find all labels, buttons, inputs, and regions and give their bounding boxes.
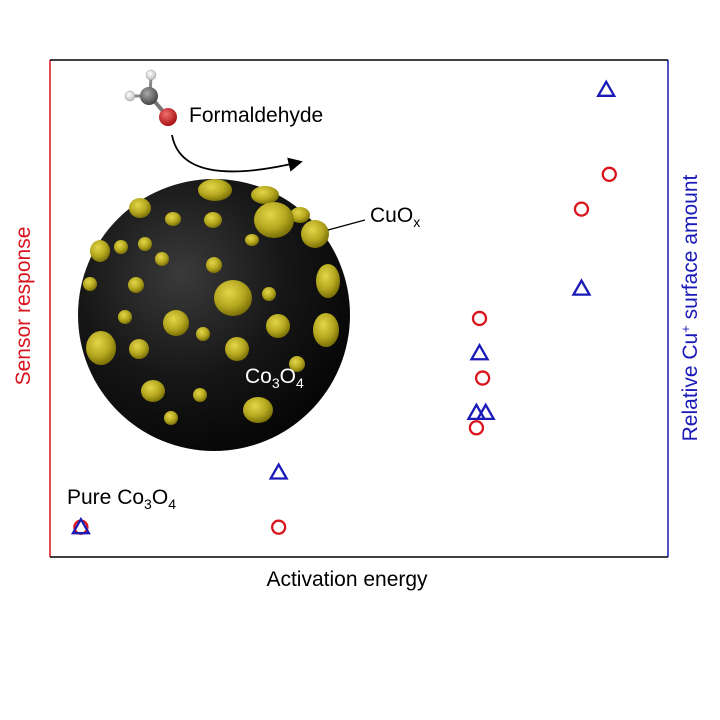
x-axis-label: Activation energy [266, 568, 428, 591]
cuox-nanoparticle [193, 388, 207, 402]
cuox-nanoparticle [254, 202, 294, 238]
circle-marker-6 [601, 166, 617, 182]
cuox-nanoparticle [206, 257, 222, 273]
pure-co3o4-label: Pure Co3O4 [67, 486, 176, 512]
cuox-nanoparticle [245, 234, 259, 246]
triangle-marker-5 [571, 278, 592, 296]
triangle-marker-4 [469, 342, 490, 361]
cuox-nanoparticle [86, 331, 116, 365]
triangle-marker-3 [475, 402, 496, 421]
cuox-nanoparticle [118, 310, 132, 324]
cuox-nanoparticle [129, 339, 149, 359]
cuox-nanoparticle [214, 280, 252, 316]
cuox-nanoparticle [262, 287, 276, 301]
cuox-nanoparticle [266, 314, 290, 338]
cuox-nanoparticle [198, 179, 232, 201]
right-y-axis-label: Relative Cu+ surface amount [678, 174, 702, 441]
formaldehyde-molecule-icon [124, 69, 177, 126]
cuox-leader-line [327, 219, 366, 231]
cuox-nanoparticle [251, 186, 279, 204]
formaldehyde-label: Formaldehyde [189, 104, 323, 127]
triangle-marker-6 [596, 79, 617, 97]
circle-marker-5 [573, 201, 590, 217]
cuox-nanoparticle [128, 277, 144, 293]
cuox-nanoparticle [114, 240, 128, 254]
circle-marker-4 [471, 310, 488, 327]
triangle-marker-0 [70, 516, 91, 535]
cuox-nanoparticle [138, 237, 152, 251]
cuox-label: CuOx [370, 204, 420, 230]
cuox-nanoparticle [289, 356, 305, 372]
circle-marker-3 [474, 370, 491, 386]
data-markers [70, 79, 617, 535]
cuox-nanoparticle [129, 198, 151, 218]
triangle-marker-1 [268, 462, 289, 480]
cuox-nanoparticle [141, 380, 165, 402]
cuox-nanoparticle [313, 313, 339, 347]
cuox-nanoparticle [83, 277, 97, 291]
left-y-axis-label: Sensor response [12, 227, 35, 386]
cuox-nanoparticle [155, 252, 169, 266]
cuox-nanoparticle [316, 264, 340, 298]
cuox-nanoparticle [165, 212, 181, 226]
circle-marker-1 [271, 519, 287, 535]
cuox-nanoparticle [164, 411, 178, 425]
cuox-nanoparticle [243, 397, 273, 423]
cuox-nanoparticle [301, 220, 329, 248]
co3o4-label: Co3O4 [245, 365, 304, 391]
cuox-nanoparticle [225, 337, 249, 361]
co3o4-sphere-illustration [78, 179, 350, 451]
cuox-nanoparticle [163, 310, 189, 336]
cuox-nanoparticle [196, 327, 210, 341]
reaction-arrow [171, 134, 303, 173]
cuox-nanoparticle [204, 212, 222, 228]
cuox-nanoparticle [290, 207, 310, 223]
cuox-nanoparticle [90, 240, 110, 262]
circle-marker-2 [468, 420, 485, 436]
